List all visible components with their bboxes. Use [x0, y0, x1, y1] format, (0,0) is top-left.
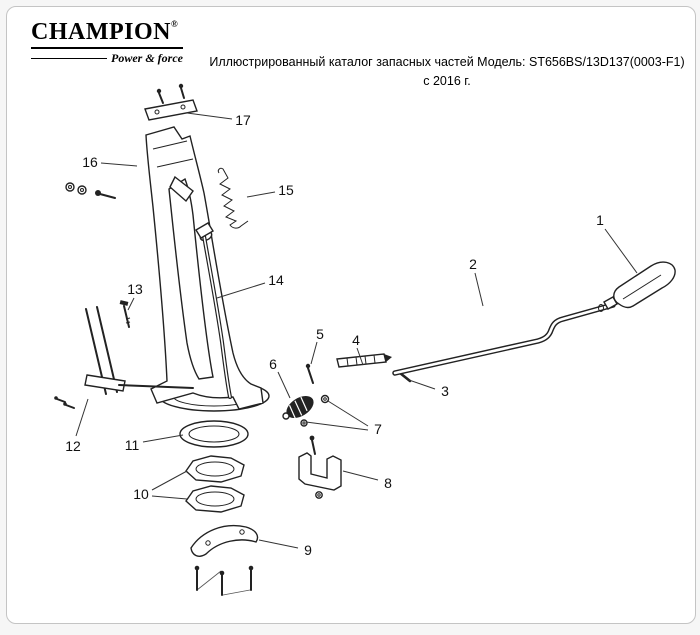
tagline-rule [31, 58, 108, 59]
leader-line-9 [258, 539, 299, 549]
part-9-plate [190, 524, 259, 557]
frame-fasteners [65, 182, 116, 199]
brand-tagline: Power & force [31, 51, 183, 66]
leader-line-8 [342, 470, 379, 481]
part-16-frame [145, 126, 270, 412]
callout-15: 15 [278, 182, 294, 198]
callout-10: 10 [133, 486, 149, 502]
callout-12: 12 [65, 438, 81, 454]
leader-line-7 [305, 421, 369, 431]
part-13-bolt [119, 300, 131, 328]
part-15-spring [217, 167, 249, 229]
callout-4: 4 [352, 332, 360, 348]
bottom-bolts [194, 565, 254, 596]
callout-11: 11 [124, 437, 140, 453]
callout-5: 5 [316, 326, 324, 342]
leader-line-7 [327, 400, 369, 427]
part-12-rods [54, 306, 194, 409]
part-7-washers [300, 394, 330, 427]
champion-logo: CHAMPION® Power & force [31, 19, 183, 66]
page-title: Иллюстрированный каталог запасных частей… [195, 53, 699, 91]
part-11-ring [179, 420, 249, 448]
part-1-handle-grip [598, 261, 676, 312]
callout-7: 7 [374, 421, 382, 437]
title-line-2: с 2016 г. [423, 73, 471, 88]
callout-2: 2 [469, 256, 477, 272]
callout-17: 17 [235, 112, 251, 128]
leader-line-12 [75, 398, 89, 437]
leader-line-10 [151, 470, 188, 491]
leader-line-11 [142, 434, 184, 443]
leader-line-6 [277, 371, 291, 399]
catalog-page: CHAMPION® Power & force Иллюстрированный… [6, 6, 696, 624]
callout-1: 1 [596, 212, 604, 228]
tagline-text: Power & force [111, 51, 183, 65]
part-14-rod [195, 222, 232, 399]
leader-line-13 [127, 297, 135, 311]
brand-text: CHAMPION [31, 19, 171, 45]
leader-line-14 [216, 282, 266, 299]
leader-line-17 [186, 112, 233, 120]
leader-line-4 [356, 347, 364, 366]
leader-line-10 [151, 495, 188, 500]
leader-line-15 [246, 191, 276, 198]
part-10-rings [185, 455, 245, 513]
leader-line-5 [310, 341, 318, 365]
callout-6: 6 [269, 356, 277, 372]
part-4-shaft [336, 353, 392, 368]
leader-line-3 [408, 379, 436, 390]
callout-16: 16 [82, 154, 98, 170]
reg-mark: ® [170, 19, 179, 29]
leader-lines [75, 112, 638, 549]
callout-3: 3 [441, 383, 449, 399]
leader-line-1 [604, 228, 638, 274]
callout-8: 8 [384, 475, 392, 491]
title-line-1: Иллюстрированный каталог запасных частей… [209, 55, 685, 69]
callout-13: 13 [127, 281, 143, 297]
leader-line-16 [100, 162, 138, 167]
part-2-crank-rod [392, 302, 616, 376]
part-5-bolt [305, 363, 314, 384]
parts-diagram-svg [54, 83, 676, 596]
callout-14: 14 [268, 272, 284, 288]
part-8-bracket [298, 435, 342, 499]
part-6-worm-gear [282, 395, 314, 420]
brand-name: CHAMPION® [31, 19, 183, 49]
leader-line-2 [474, 272, 484, 307]
callout-9: 9 [304, 542, 312, 558]
part-17-bracket [144, 83, 198, 121]
